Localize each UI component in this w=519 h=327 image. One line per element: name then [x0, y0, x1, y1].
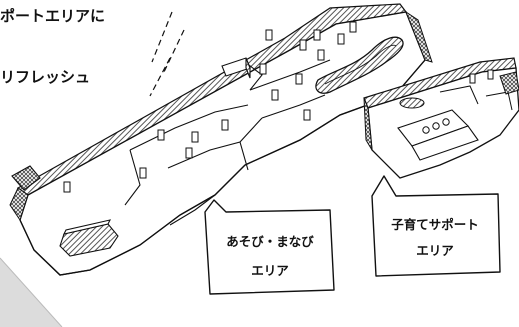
post	[63, 181, 71, 193]
partition-line	[249, 59, 331, 91]
callout-play-learn-line-1: あそび・まなび	[226, 234, 314, 249]
right-building-left-edge	[363, 97, 373, 151]
post	[469, 73, 476, 84]
post	[349, 21, 357, 33]
main-building-left-end	[9, 187, 29, 222]
floor-step	[411, 125, 479, 161]
callout-childcare-line-2: エリア	[416, 243, 454, 258]
post	[303, 109, 311, 121]
right-building	[363, 57, 519, 179]
post	[313, 29, 321, 41]
floor-cushion	[422, 126, 430, 134]
right-building-partition	[439, 85, 479, 105]
floor-cushion	[432, 122, 440, 130]
post-markers	[63, 21, 357, 193]
partition-line	[169, 194, 216, 226]
partition-line	[239, 141, 249, 171]
sofa-bench-back	[62, 219, 112, 235]
curved-play-structure	[315, 36, 404, 94]
callout-childcare-bubble	[371, 175, 501, 277]
wall-corner	[11, 165, 41, 191]
partition-line	[167, 117, 263, 169]
box-structure	[245, 57, 251, 79]
post	[295, 73, 303, 85]
post	[271, 89, 279, 101]
right-building-corner	[499, 71, 519, 95]
partition-line	[129, 104, 249, 151]
partition-line	[261, 94, 326, 119]
post	[221, 119, 229, 131]
post	[185, 147, 193, 159]
main-building-right-wall	[404, 10, 433, 63]
round-table	[399, 97, 425, 109]
post	[139, 167, 147, 179]
main-building-front-edge	[19, 59, 426, 276]
callout-play-learn-line-2: エリア	[251, 263, 289, 278]
caption-dash-lines	[149, 11, 185, 97]
post	[317, 49, 325, 61]
caption-line-refresh: リフレッシュ	[0, 68, 91, 86]
post	[157, 129, 165, 141]
caption-line-support-area: ポートエリアに	[0, 7, 106, 25]
partition-line	[124, 149, 141, 206]
post	[299, 39, 307, 51]
post	[337, 33, 345, 45]
post	[487, 69, 494, 80]
callout-play-learn-bubble	[204, 199, 335, 295]
post	[259, 63, 267, 75]
floor-cushion	[442, 118, 450, 126]
post	[191, 131, 199, 143]
callout-childcare-line-1: 子育てサポート	[391, 217, 479, 232]
corner-triangle-edge	[0, 257, 63, 327]
small-structures	[11, 57, 251, 257]
post	[265, 29, 273, 41]
